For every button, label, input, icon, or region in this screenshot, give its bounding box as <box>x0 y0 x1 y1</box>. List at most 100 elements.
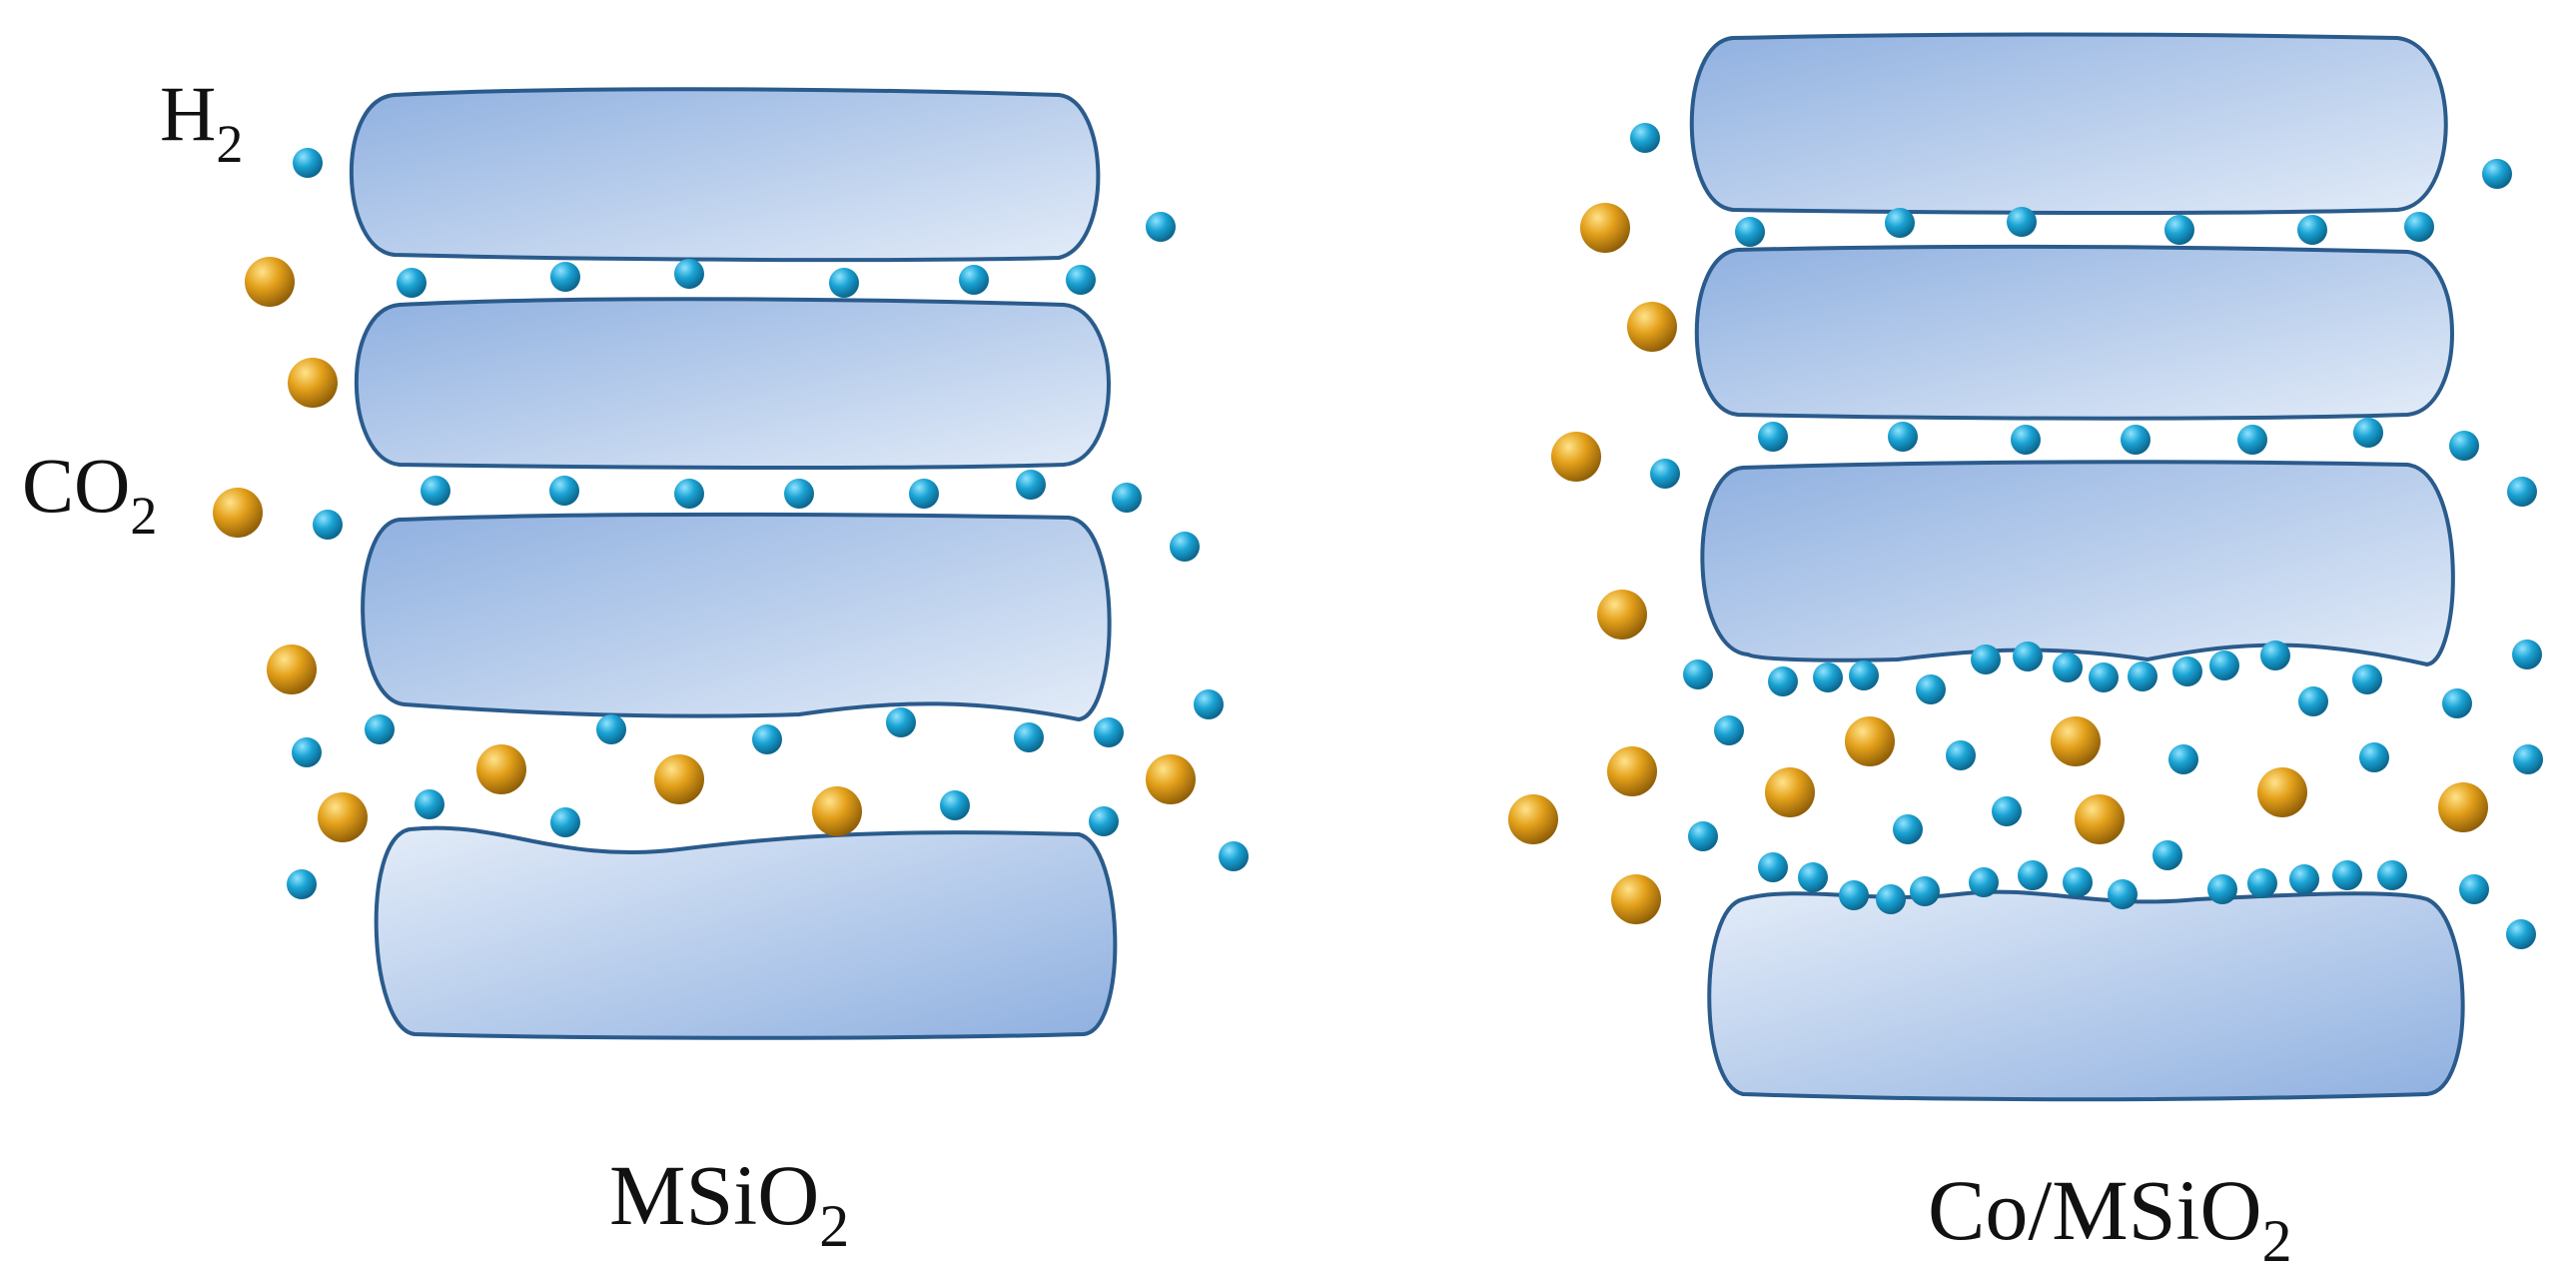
co2-molecule <box>1508 794 1558 844</box>
co2-molecule <box>1627 302 1677 352</box>
h2-molecule <box>550 807 580 837</box>
co2-molecule <box>1146 754 1196 804</box>
h2-molecule <box>2298 686 2328 716</box>
h2-molecule <box>1089 806 1119 836</box>
h2-molecule <box>1630 123 1660 153</box>
h2-molecule <box>1758 852 1788 882</box>
h2-molecule <box>2332 860 2362 890</box>
h2-molecule <box>2209 650 2239 680</box>
co2-particles <box>213 203 2488 924</box>
h2-molecule <box>1910 876 1940 906</box>
right-caption-sub: 2 <box>2262 1208 2292 1274</box>
left-layer-1 <box>349 87 1101 263</box>
h2-molecule <box>2007 207 2037 237</box>
h2-label: H2 <box>160 70 243 174</box>
h2-molecule <box>829 268 859 298</box>
h2-molecule <box>2089 662 2119 692</box>
h2-molecule <box>1688 821 1718 851</box>
h2-molecule <box>1219 841 1249 871</box>
right-layer-2 <box>1694 244 2454 421</box>
co2-label-sub: 2 <box>130 486 157 546</box>
co2-molecule <box>1597 590 1647 639</box>
co2-molecule <box>654 754 704 804</box>
h2-molecule <box>2011 425 2041 455</box>
h2-molecule <box>1683 659 1713 689</box>
h2-molecule <box>2013 641 2043 671</box>
h2-molecule <box>2168 744 2198 774</box>
co2-molecule <box>245 257 295 307</box>
h2-molecule <box>2482 159 2512 189</box>
h2-molecule <box>940 790 970 820</box>
h2-molecule <box>959 265 989 295</box>
h2-molecule <box>2207 874 2237 904</box>
left-caption-main: MSiO <box>609 1147 819 1243</box>
h2-molecule <box>2353 418 2383 448</box>
h2-molecule <box>1971 644 2001 674</box>
co2-molecule <box>1845 716 1895 766</box>
co2-label: CO2 <box>22 442 157 546</box>
h2-molecule <box>1758 422 1788 452</box>
h2-molecule <box>1992 796 2022 826</box>
right-panel-layers <box>1689 32 2465 1102</box>
h2-molecule <box>1893 814 1923 844</box>
co2-molecule <box>2438 782 2488 832</box>
co2-molecule <box>476 744 526 794</box>
left-panel-layers <box>349 87 1118 1040</box>
left-caption: MSiO2 <box>609 1147 849 1259</box>
h2-molecule <box>2018 860 2048 890</box>
h2-molecule <box>752 724 782 754</box>
h2-molecule <box>2512 639 2542 669</box>
co2-label-main: CO <box>22 442 130 529</box>
h2-molecule <box>2297 215 2327 245</box>
h2-molecule <box>2247 868 2277 898</box>
h2-molecule <box>1888 422 1918 452</box>
h2-molecule <box>909 479 939 509</box>
h2-molecule <box>2506 919 2536 949</box>
h2-molecule <box>1969 867 1999 897</box>
h2-molecule <box>1839 880 1869 910</box>
h2-molecule <box>421 476 450 506</box>
h2-molecule <box>2172 656 2202 686</box>
left-caption-sub: 2 <box>819 1193 849 1259</box>
h2-molecule <box>2442 688 2472 718</box>
right-caption: Co/MSiO2 <box>1928 1162 2292 1274</box>
h2-molecule <box>2121 425 2150 455</box>
h2-particles <box>287 123 2543 949</box>
co2-molecule <box>1580 203 1630 253</box>
h2-molecule <box>2108 879 2138 909</box>
h2-molecule <box>1014 722 1044 752</box>
h2-molecule <box>1798 862 1828 892</box>
h2-molecule <box>674 479 704 509</box>
h2-molecule <box>674 259 704 289</box>
h2-molecule <box>2449 431 2479 461</box>
h2-molecule <box>550 262 580 292</box>
left-layer-2 <box>354 297 1111 471</box>
right-layer-4 <box>1707 889 2465 1102</box>
co2-molecule <box>812 786 862 836</box>
h2-molecule <box>2053 652 2083 682</box>
left-layer-4 <box>374 825 1118 1040</box>
h2-molecule <box>1146 212 1176 242</box>
co2-molecule <box>318 792 368 842</box>
h2-molecule <box>287 869 317 899</box>
h2-molecule <box>2164 215 2194 245</box>
h2-molecule <box>1768 666 1798 696</box>
h2-molecule <box>2289 864 2319 894</box>
h2-molecule <box>2152 840 2182 870</box>
h2-molecule <box>2352 664 2382 694</box>
co2-molecule <box>1607 746 1657 796</box>
h2-molecule <box>1170 532 1200 562</box>
h2-molecule <box>1916 674 1946 704</box>
h2-molecule <box>415 789 444 819</box>
h2-molecule <box>1094 717 1124 747</box>
h2-molecule <box>1112 483 1142 513</box>
co2-molecule <box>2075 794 2125 844</box>
h2-molecule <box>1194 689 1224 719</box>
h2-molecule <box>784 479 814 509</box>
h2-molecule <box>1885 208 1915 238</box>
h2-molecule <box>397 268 427 298</box>
co2-molecule <box>267 644 317 694</box>
co2-molecule <box>288 358 338 408</box>
h2-molecule <box>1714 715 1744 745</box>
h2-molecule <box>1016 470 1046 500</box>
